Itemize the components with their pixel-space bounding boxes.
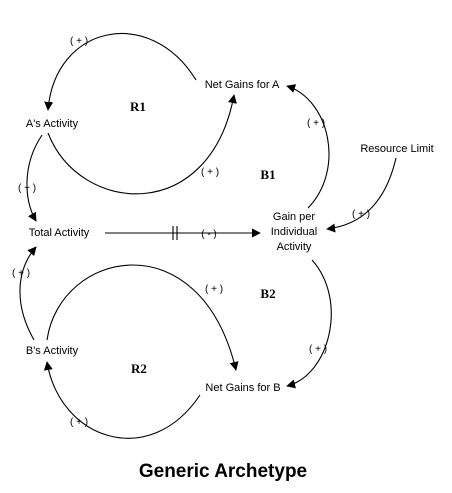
- polarity-label: ( + ): [309, 344, 327, 355]
- polarity-label: ( + ): [70, 36, 88, 47]
- node-net-gains-for-a: Net Gains for A: [205, 79, 280, 91]
- polarity-label: ( - ): [201, 229, 217, 240]
- node-net-gains-for-b: Net Gains for B: [205, 382, 280, 394]
- node-gain-per-individual-activity: Individual: [271, 226, 317, 238]
- polarity-label: ( + ): [12, 268, 30, 279]
- edge-gain-to-net-gains-a: [286, 84, 330, 209]
- loop-label-r1: R1: [130, 99, 146, 114]
- polarity-label: ( + ): [70, 417, 88, 428]
- polarity-label: ( + ): [18, 183, 36, 194]
- edge-resource-limit-to-gain: [326, 157, 397, 233]
- loop-label-b2: B2: [260, 286, 275, 301]
- polarity-label: ( + ): [307, 118, 325, 129]
- node-a-activity: A's Activity: [26, 118, 79, 130]
- node-resource-limit: Resource Limit: [360, 143, 433, 155]
- node-b-activity: B's Activity: [26, 345, 79, 357]
- edge-a-activity-to-total-activity: [26, 134, 43, 222]
- loop-label-r2: R2: [131, 361, 147, 376]
- loop-label-b1: B1: [260, 167, 275, 182]
- edge-b-activity-to-net-gains-b: [46, 264, 239, 371]
- edge-b-activity-to-total-activity: [19, 246, 37, 341]
- node-total-activity: Total Activity: [29, 227, 90, 239]
- edge-net-gains-a-to-a-activity: [44, 33, 197, 111]
- polarity-label: ( + ): [205, 284, 223, 295]
- edge-a-activity-to-net-gains-a: [47, 94, 237, 195]
- node-gain-per-individual-activity: Gain per: [273, 211, 316, 223]
- edge-net-gains-b-to-b-activity: [43, 361, 201, 439]
- polarity-label: ( + ): [352, 209, 370, 220]
- edge-gain-to-net-gains-b: [286, 259, 332, 389]
- node-gain-per-individual-activity: Activity: [277, 241, 312, 253]
- polarity-label: ( + ): [201, 167, 219, 178]
- diagram-title: Generic Archetype: [139, 461, 307, 482]
